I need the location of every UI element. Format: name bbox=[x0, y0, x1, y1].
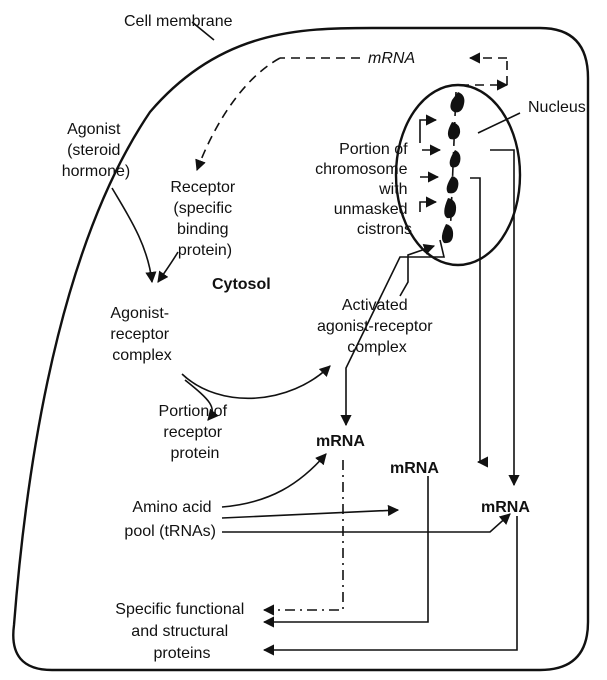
agonist-label: Agonist (steroid hormone) bbox=[62, 121, 130, 180]
nucleus-label: Nucleus bbox=[528, 99, 586, 116]
mrna-label-2: mRNA bbox=[390, 460, 439, 477]
amino-to-mrna2-arrow bbox=[222, 510, 398, 518]
cistron-arrows bbox=[420, 120, 440, 212]
chromosome-label: Portion of chromosome with unmasked cist… bbox=[315, 141, 412, 238]
transcription-line-2 bbox=[470, 178, 480, 462]
mrna-label-1: mRNA bbox=[316, 433, 365, 450]
proteins-label: Specific functional and structural prote… bbox=[115, 601, 248, 662]
mrna-dashed-label: mRNA bbox=[368, 50, 415, 67]
translation-line-2 bbox=[264, 476, 428, 622]
nucleus-pointer bbox=[478, 113, 520, 133]
amino-acid-pool-label: Amino acid pool (tRNAs) bbox=[124, 499, 216, 540]
activated-complex-label: Activated agonist-receptor complex bbox=[317, 297, 437, 356]
translation-line-1 bbox=[264, 460, 343, 610]
complex-to-activated-arrow bbox=[182, 366, 330, 398]
portion-receptor-label: Portion of receptor protein bbox=[159, 403, 232, 462]
mrna-label-3: mRNA bbox=[481, 499, 530, 516]
receptor-label: Receptor (specific binding protein) bbox=[170, 179, 239, 259]
cell-membrane-label: Cell membrane bbox=[124, 13, 233, 30]
receptor-arrow bbox=[158, 252, 178, 282]
translation-line-3 bbox=[264, 516, 517, 650]
transcription-line-3 bbox=[490, 150, 514, 485]
agonist-receptor-complex-label: Agonist- receptor complex bbox=[110, 305, 173, 364]
agonist-arrow bbox=[112, 188, 152, 282]
cytosol-label: Cytosol bbox=[212, 276, 271, 293]
amino-to-mrna1-arrow bbox=[222, 454, 326, 507]
